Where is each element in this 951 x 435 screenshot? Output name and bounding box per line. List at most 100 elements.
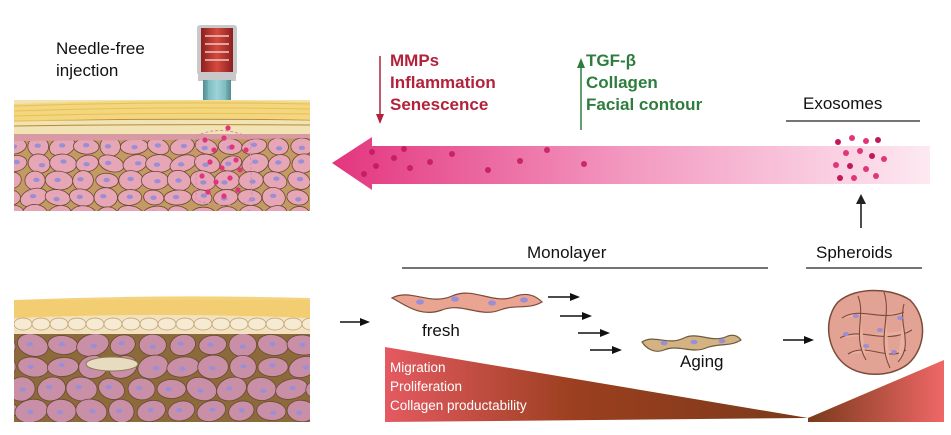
cell-nucleus bbox=[131, 144, 138, 150]
cell-nucleus bbox=[33, 177, 40, 183]
cell-nucleus bbox=[0, 410, 3, 414]
cell-nucleus bbox=[115, 408, 123, 414]
cell-nucleus bbox=[207, 342, 214, 347]
exosome-dot bbox=[873, 173, 879, 179]
cell-nucleus bbox=[150, 195, 157, 200]
exosome-dot bbox=[835, 139, 841, 145]
exosome-dot bbox=[205, 189, 211, 195]
cell-nucleus bbox=[76, 194, 84, 200]
fresh-label: fresh bbox=[422, 321, 460, 340]
keratinocyte bbox=[14, 317, 33, 331]
exosome-dot bbox=[851, 175, 857, 181]
exosome-dot bbox=[427, 159, 433, 165]
keratinocyte bbox=[31, 317, 51, 331]
effect-mmps: MMPs bbox=[390, 51, 440, 70]
keratinocyte bbox=[283, 317, 303, 331]
cell-nucleus bbox=[177, 341, 184, 346]
exosome-dot bbox=[863, 138, 869, 144]
cell-nucleus bbox=[259, 388, 267, 394]
cell-nucleus bbox=[105, 384, 112, 390]
cell-nucleus bbox=[106, 213, 112, 217]
exosome-dot bbox=[229, 144, 235, 150]
decrease-arrow bbox=[376, 56, 384, 124]
keratinocyte bbox=[121, 317, 141, 331]
cell-nucleus bbox=[251, 159, 259, 164]
exosome-dot bbox=[837, 175, 843, 181]
cell-nucleus bbox=[152, 365, 160, 371]
exosome-dot bbox=[833, 162, 839, 168]
cell-nucleus bbox=[298, 145, 306, 151]
exosome-dot bbox=[849, 135, 855, 141]
cell-nucleus bbox=[89, 409, 96, 414]
exosome-dot bbox=[221, 135, 227, 141]
increase-effects-list: TGF-β Collagen Facial contour bbox=[586, 50, 702, 116]
cell-nucleus bbox=[296, 410, 303, 415]
dermal-cell bbox=[14, 189, 21, 206]
cell-nucleus bbox=[269, 363, 276, 368]
cell-nucleus bbox=[83, 162, 90, 167]
exosome-dot bbox=[875, 137, 881, 143]
cell-nucleus bbox=[154, 179, 161, 184]
decline-collagen-productability: Collagen productability bbox=[390, 398, 527, 413]
exosome-dot bbox=[407, 165, 413, 171]
effect-senescence: Senescence bbox=[390, 95, 489, 114]
increase-arrow bbox=[577, 58, 585, 130]
cell-nucleus bbox=[274, 210, 278, 211]
exosome-dot bbox=[235, 187, 241, 193]
cell-nucleus bbox=[103, 177, 110, 183]
cell-nucleus bbox=[200, 180, 207, 185]
aging-label: Aging bbox=[680, 352, 724, 371]
cell-nucleus bbox=[176, 407, 183, 413]
cell-nucleus bbox=[38, 163, 46, 168]
cell-nucleus bbox=[238, 408, 246, 413]
cell-nucleus bbox=[200, 193, 208, 198]
cell-nucleus bbox=[201, 145, 208, 151]
spheroid bbox=[827, 289, 924, 375]
keratinocyte bbox=[229, 317, 249, 331]
exosome-dot bbox=[219, 165, 225, 171]
exosome-dot bbox=[581, 161, 587, 167]
treated-skin-section bbox=[8, 100, 310, 218]
cell-nucleus bbox=[147, 407, 154, 413]
keratinocyte bbox=[211, 317, 231, 331]
cell-nucleus bbox=[129, 210, 133, 211]
cell-nucleus bbox=[100, 193, 107, 199]
needle-free-injector bbox=[197, 25, 237, 100]
cell-nucleus bbox=[178, 213, 184, 217]
exosome-dot bbox=[202, 137, 208, 143]
delivered-exosomes bbox=[195, 125, 253, 206]
dermal-cell bbox=[263, 205, 288, 211]
cell-nucleus bbox=[225, 161, 232, 166]
dermal-cell bbox=[190, 206, 216, 211]
effect-tgf-beta: TGF-β bbox=[586, 51, 637, 70]
exosome-dot bbox=[369, 149, 375, 155]
effect-collagen: Collagen bbox=[586, 73, 658, 92]
exosome-dot bbox=[225, 125, 231, 131]
cell-nucleus bbox=[221, 180, 228, 185]
cell-nucleus bbox=[151, 210, 156, 211]
cell-nucleus bbox=[297, 214, 303, 218]
cell-nucleus bbox=[54, 177, 61, 183]
process-arrows bbox=[340, 293, 814, 354]
dermal-cells-bottom bbox=[0, 332, 310, 422]
cell-nucleus bbox=[55, 214, 61, 218]
exosome-dot bbox=[881, 156, 887, 162]
spheroid-to-exosome-arrow bbox=[856, 194, 866, 228]
cell-nucleus bbox=[82, 143, 90, 148]
cell-nucleus bbox=[75, 384, 82, 390]
dermal-cell bbox=[256, 401, 287, 421]
cell-nucleus bbox=[226, 386, 233, 391]
keratinocyte bbox=[301, 317, 310, 331]
recovery-wedge bbox=[808, 360, 944, 422]
decline-labels: Migration Proliferation Collagen product… bbox=[390, 358, 527, 415]
cell-nucleus bbox=[134, 161, 142, 166]
cell-nucleus bbox=[34, 143, 41, 148]
cell-nucleus bbox=[27, 364, 34, 370]
stratum-corneum-top bbox=[14, 100, 310, 122]
exosome-dot bbox=[199, 173, 205, 179]
exosome-dot bbox=[361, 171, 367, 177]
cell-nucleus bbox=[8, 211, 14, 215]
keratinocyte bbox=[175, 317, 195, 331]
exosomes-in-transit bbox=[361, 146, 587, 177]
exosome-dot bbox=[449, 151, 455, 157]
